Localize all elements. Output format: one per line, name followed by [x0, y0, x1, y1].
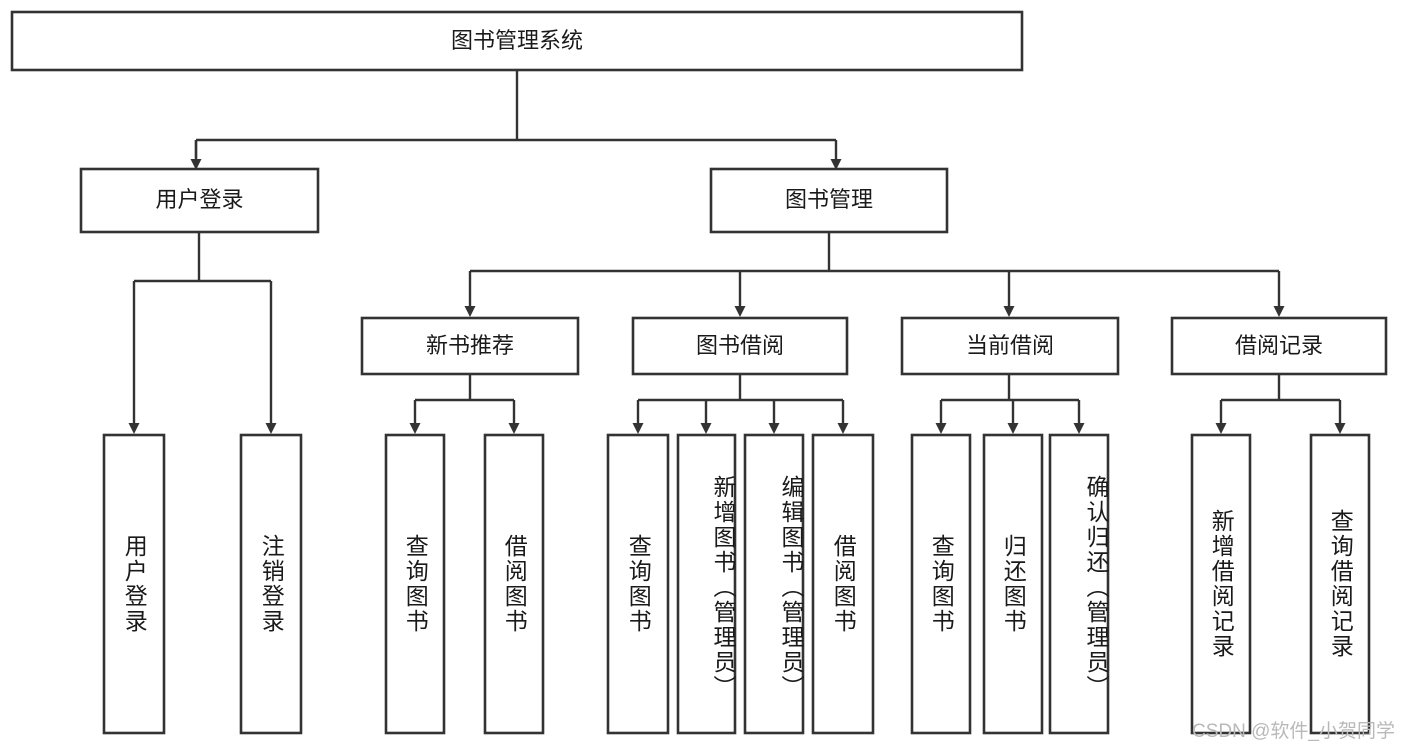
node-borrow-record[interactable]: 借阅记录	[1170, 316, 1388, 376]
connector-group-user-login	[128, 232, 277, 434]
node-current-borrow[interactable]: 当前借阅	[900, 316, 1120, 376]
connector-group-new-book-rec	[409, 374, 520, 434]
node-book-borrow-box[interactable]	[631, 316, 849, 376]
leaf-logout-box[interactable]	[239, 433, 303, 735]
leaf-borrow-book-1-box[interactable]	[483, 433, 545, 735]
node-borrow-record-label: 借阅记录	[1235, 333, 1323, 358]
node-current-borrow-label: 当前借阅	[966, 333, 1054, 358]
node-new-book-rec-label: 新书推荐	[426, 333, 514, 358]
connector-borrow-record-spine	[1221, 374, 1340, 402]
leaf-edit-book-box[interactable]	[743, 433, 805, 735]
connector-group-borrow-record	[1215, 374, 1346, 434]
connector-group-book-manage	[464, 232, 1285, 317]
node-user-login-label: 用户登录	[155, 187, 243, 212]
leaf-query-book-3-box[interactable]	[910, 433, 972, 735]
connector-book-manage-spine	[470, 232, 1279, 273]
node-book-manage[interactable]: 图书管理	[709, 167, 949, 234]
leaf-borrow-book-2-box[interactable]	[811, 433, 875, 735]
node-book-borrow-label: 图书借阅	[696, 333, 784, 358]
node-book-manage-label: 图书管理	[785, 187, 873, 212]
connector-book-borrow-spine	[638, 374, 843, 402]
node-title-box[interactable]	[10, 10, 1024, 72]
leaf-query-book-1-box[interactable]	[384, 433, 446, 735]
csdn-watermark: CSDN @软件_小贺同学	[1192, 721, 1395, 742]
leaf-query-record-box[interactable]	[1309, 433, 1371, 735]
node-user-login-box[interactable]	[79, 167, 320, 234]
leaf-add-book-box[interactable]	[676, 433, 737, 735]
node-book-borrow[interactable]: 图书借阅	[631, 316, 849, 376]
node-new-book-rec-box[interactable]	[360, 316, 580, 376]
leaf-confirm-return-box[interactable]	[1048, 433, 1110, 735]
node-book-manage-box[interactable]	[709, 167, 949, 234]
node-current-borrow-box[interactable]	[900, 316, 1120, 376]
leaf-user-login-box[interactable]	[102, 433, 166, 735]
connector-group-current-borrow	[935, 374, 1085, 434]
leaf-return-book-box[interactable]	[982, 433, 1044, 735]
node-title-label: 图书管理系统	[451, 28, 583, 53]
node-borrow-record-box[interactable]	[1170, 316, 1388, 376]
node-title[interactable]: 图书管理系统	[10, 10, 1024, 72]
connector-group-book-borrow	[632, 374, 849, 434]
connector-root-spine	[194, 70, 836, 158]
leaf-add-record-box[interactable]	[1190, 433, 1252, 735]
connector-group-root	[190, 70, 842, 170]
node-user-login[interactable]: 用户登录	[79, 167, 320, 234]
connector-current-borrow-spine	[941, 374, 1079, 402]
connector-user-login-spine	[134, 232, 271, 283]
node-new-book-rec[interactable]: 新书推荐	[360, 316, 580, 376]
connector-new-book-rec-spine	[415, 374, 514, 402]
leaf-query-book-2-box[interactable]	[606, 433, 670, 735]
